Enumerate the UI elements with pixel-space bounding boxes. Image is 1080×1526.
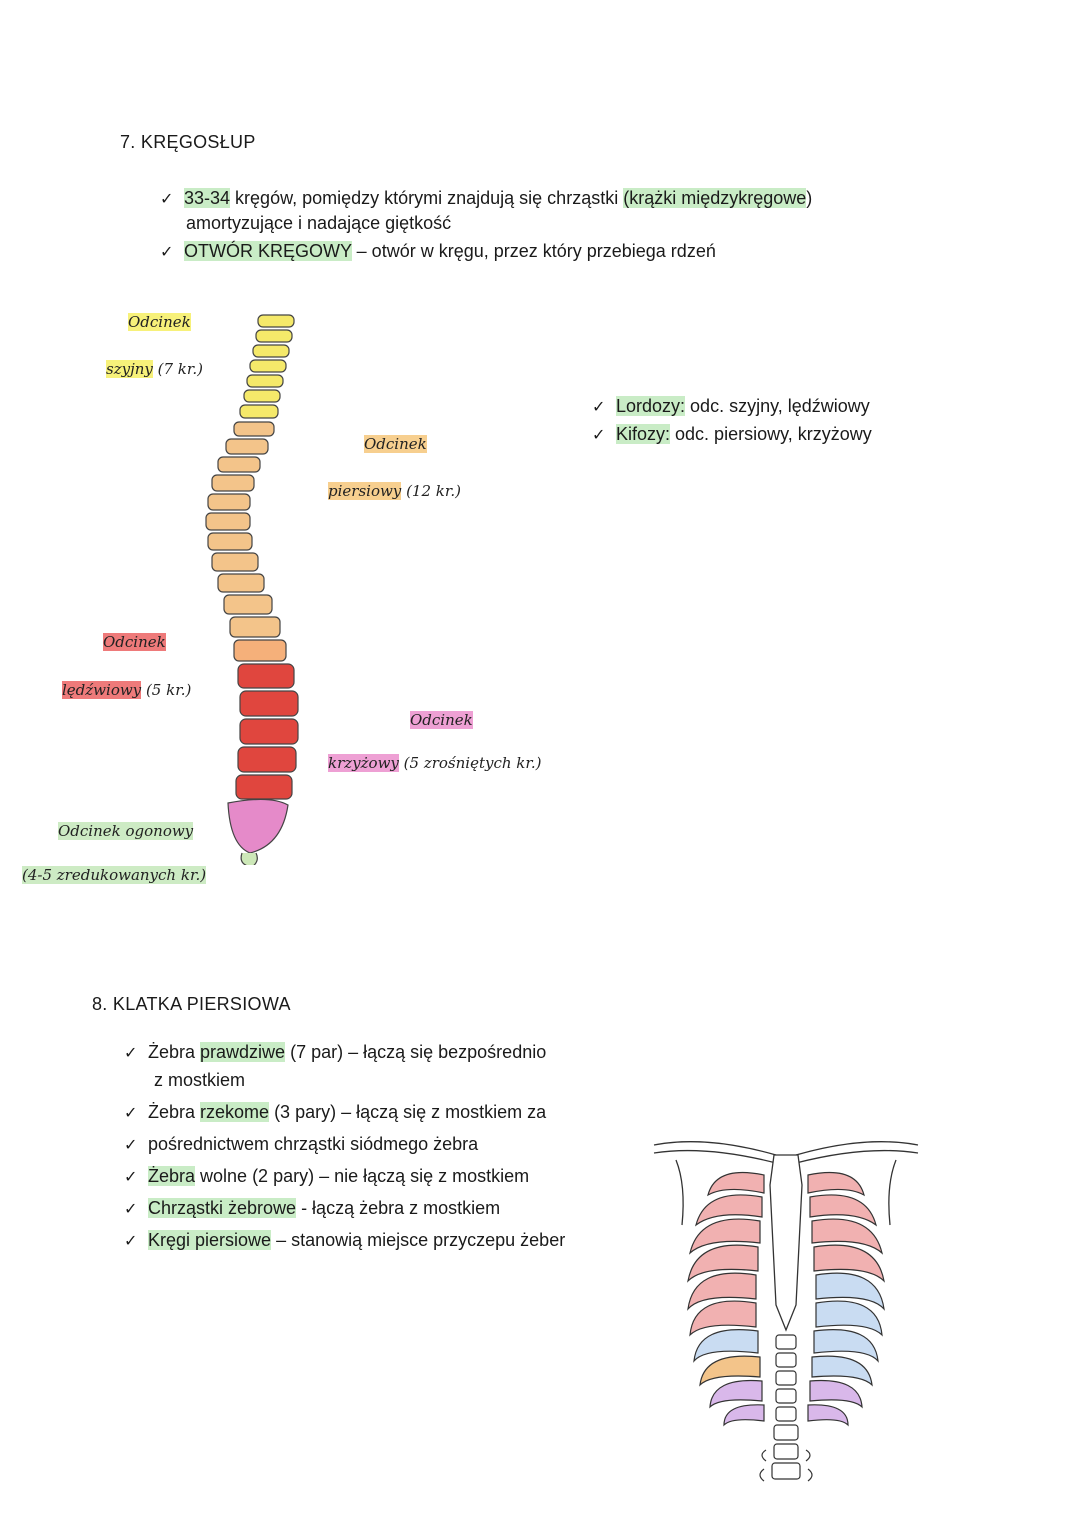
check-icon: ✓ bbox=[124, 1231, 138, 1250]
check-icon: ✓ bbox=[124, 1103, 138, 1122]
cervical-label-count: szyjny (7 kr.) bbox=[106, 360, 204, 378]
spine-bullet-1: ✓33-34 kręgów, pomiędzy którymi znajdują… bbox=[160, 188, 813, 208]
check-icon: ✓ bbox=[592, 397, 606, 416]
sacral-label: Odcinek bbox=[410, 711, 473, 729]
rib-cage-illustration bbox=[653, 1141, 919, 1482]
check-icon: ✓ bbox=[124, 1199, 138, 1218]
spine-bullet-2: ✓OTWÓR KRĘGOWY – otwór w kręgu, przez kt… bbox=[160, 241, 716, 261]
cervical-label: Odcinek bbox=[128, 313, 191, 331]
check-icon: ✓ bbox=[160, 242, 174, 261]
kyphosis-line: ✓Kifozy: odc. piersiowy, krzyżowy bbox=[592, 424, 872, 444]
check-icon: ✓ bbox=[592, 425, 606, 444]
chest-bullet-3: ✓pośrednictwem chrząstki siódmego żebra bbox=[124, 1134, 479, 1154]
chest-bullet-4: ✓Żebra wolne (2 pary) – nie łączą się z … bbox=[124, 1166, 530, 1186]
spine-illustration bbox=[205, 314, 299, 865]
check-icon: ✓ bbox=[160, 189, 174, 208]
lordosis-line: ✓Lordozy: odc. szyjny, lędźwiowy bbox=[592, 396, 870, 416]
coccygeal-label-count: (4-5 zredukowanych kr.) bbox=[22, 866, 207, 884]
chest-bullet-5: ✓Chrząstki żebrowe - łączą żebra z mostk… bbox=[124, 1198, 501, 1218]
spine-bullet-1-cont: amortyzujące i nadające giętkość bbox=[186, 213, 452, 233]
spine-section-title: 7. KRĘGOSŁUP bbox=[120, 132, 256, 152]
sacral-label-count: krzyżowy (5 zrośniętych kr.) bbox=[328, 754, 542, 772]
check-icon: ✓ bbox=[124, 1167, 138, 1186]
coccygeal-label: Odcinek ogonowy bbox=[58, 822, 194, 840]
lumbar-label-count: lędźwiowy (5 kr.) bbox=[62, 681, 192, 699]
chest-bullet-1: ✓Żebra prawdziwe (7 par) – łączą się bez… bbox=[124, 1042, 547, 1062]
chest-bullet-2: ✓Żebra rzekome (3 pary) – łączą się z mo… bbox=[124, 1102, 547, 1122]
check-icon: ✓ bbox=[124, 1135, 138, 1154]
chest-bullet-1-cont: z mostkiem bbox=[154, 1070, 246, 1090]
chest-section-title: 8. KLATKA PIERSIOWA bbox=[92, 994, 291, 1014]
lumbar-label: Odcinek bbox=[103, 633, 166, 651]
chest-bullet-6: ✓Kręgi piersiowe – stanowią miejsce przy… bbox=[124, 1230, 566, 1250]
thoracic-label: Odcinek bbox=[364, 435, 427, 453]
thoracic-label-count: piersiowy (12 kr.) bbox=[328, 482, 462, 500]
check-icon: ✓ bbox=[124, 1043, 138, 1062]
